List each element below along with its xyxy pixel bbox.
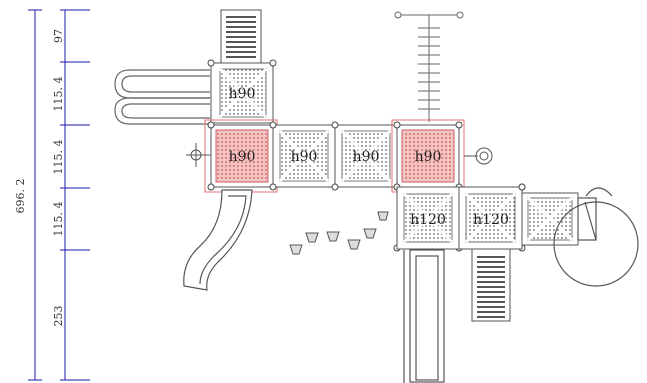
deck-center-1-label: h90 <box>291 149 318 165</box>
deck-center-2-label: h90 <box>353 149 380 165</box>
stepping-stones <box>289 211 389 255</box>
dim-segment-1-label: 97 <box>52 29 65 43</box>
dim-segment-4-label: 115. 4 <box>52 202 65 237</box>
steering-wheel-left <box>186 143 211 167</box>
lower-ladder <box>471 248 511 322</box>
deck-center-2: h90 <box>334 124 398 188</box>
dim-segment-5-label: 253 <box>52 306 65 327</box>
deck-right: h90 <box>391 119 465 193</box>
deck-lower-3 <box>521 192 579 246</box>
deck-lower-2: h120 <box>458 186 523 250</box>
dim-segment-3-label: 115. 4 <box>52 140 65 175</box>
deck-top-left: h90 <box>210 62 274 124</box>
post-nodes <box>207 59 526 252</box>
deck-lower-1: h120 <box>396 186 460 250</box>
deck-right-label: h90 <box>415 149 442 165</box>
dimension-lines <box>28 9 90 381</box>
steering-wheel-right <box>464 147 493 165</box>
top-ladder <box>220 9 262 66</box>
curved-slide <box>183 189 253 291</box>
deck-left: h90 <box>204 119 278 193</box>
deck-left-label: h90 <box>229 149 256 165</box>
dim-total-label: 696. 2 <box>14 179 27 214</box>
deck-lower-1-label: h120 <box>410 212 446 228</box>
straight-slide <box>403 249 445 383</box>
rail-loops <box>114 69 210 125</box>
deck-lower-2-label: h120 <box>473 212 509 228</box>
climbing-ladder <box>394 11 464 122</box>
dim-segment-2-label: 115. 4 <box>52 77 65 112</box>
deck-center-1: h90 <box>272 124 336 188</box>
lower-post <box>518 183 526 191</box>
deck-top-left-label: h90 <box>229 86 256 102</box>
tube-slide <box>553 187 639 287</box>
